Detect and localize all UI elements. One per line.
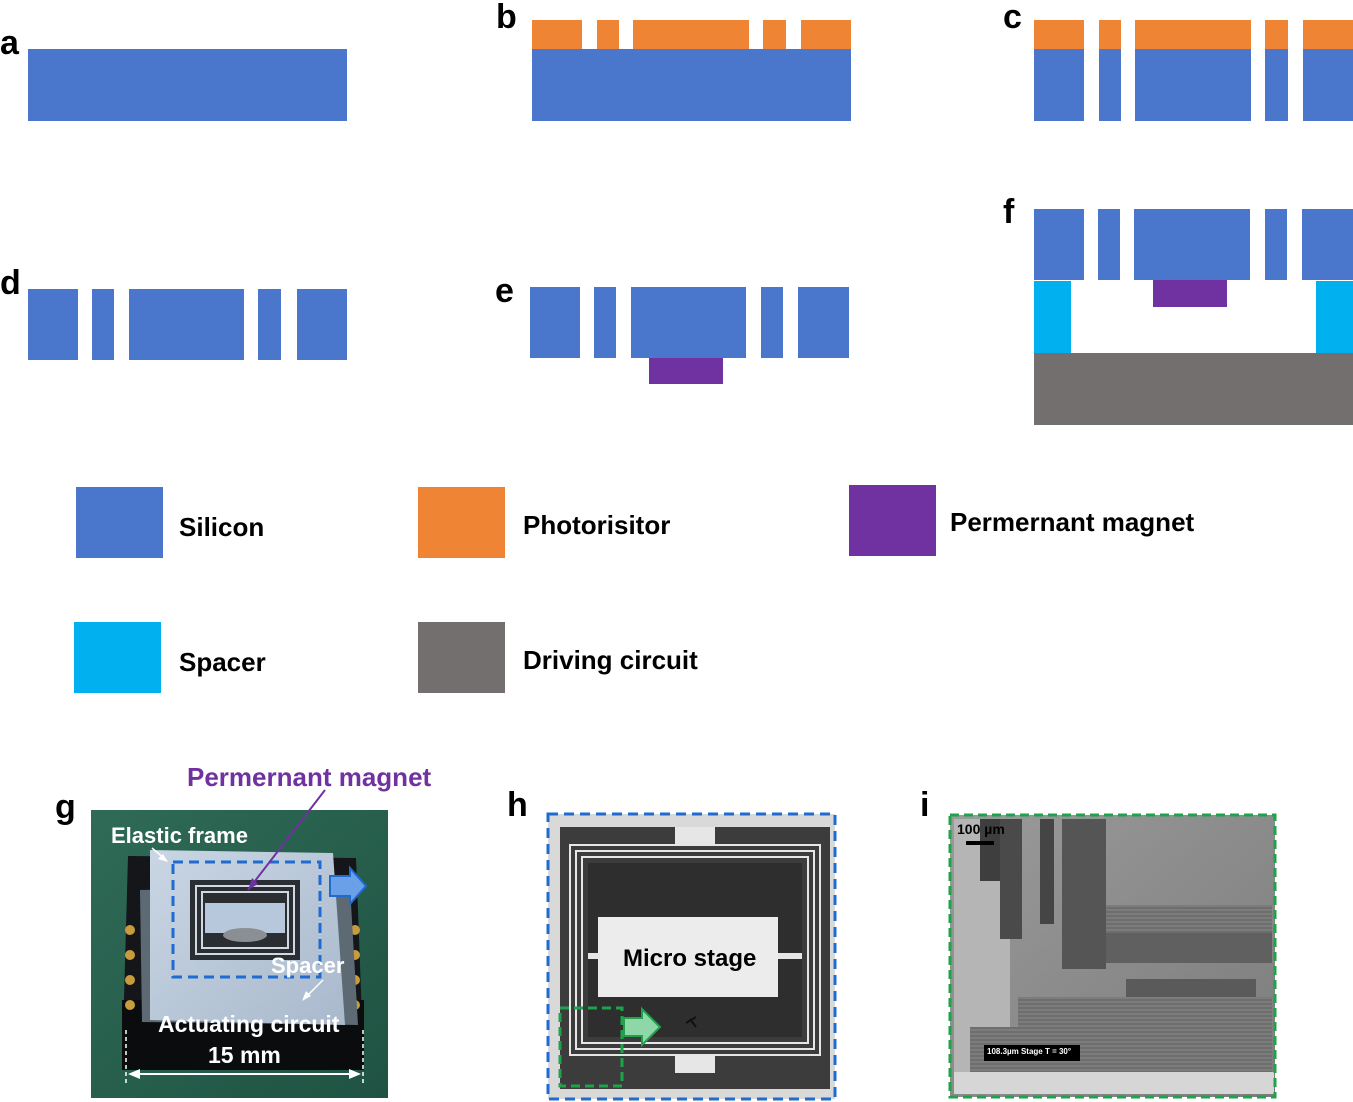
scale-bar-label: 100 µm: [957, 821, 1005, 837]
legend-swatch-photoresistor: [418, 487, 505, 558]
legend-swatch-silicon: [76, 487, 163, 558]
sem-info-label: 108.3µm Stage T = 30°: [987, 1047, 1072, 1056]
panel-label-g: g: [55, 788, 76, 826]
step-b-photoresist-patterning: [532, 20, 851, 121]
legend-label-silicon: Silicon: [179, 512, 265, 542]
step-c-silicon-etching: [1034, 20, 1353, 121]
legend-swatch-driving-circuit: [418, 622, 505, 693]
step-f-assembly: [1034, 209, 1353, 425]
panel-label-a: a: [0, 24, 19, 62]
elastic-frame-label: Elastic frame: [111, 823, 248, 848]
panel-label-f: f: [1003, 193, 1015, 231]
step-a-silicon-wafer: [28, 49, 347, 121]
step-e-magnet-attach: [530, 287, 849, 384]
legend-label-spacer: Spacer: [179, 647, 266, 677]
device-photo-g: [91, 789, 388, 1098]
spacer-photo-label: Spacer: [271, 953, 345, 978]
legend-swatch-spacer: [74, 622, 161, 693]
panel-label-d: d: [0, 264, 21, 302]
panel-label-c: c: [1003, 0, 1022, 36]
sem-micrograph-i: [948, 813, 1277, 1099]
dimension-label: 15 mm: [208, 1042, 281, 1068]
fabrication-process-diagram: [28, 20, 1353, 425]
actuating-circuit-label: Actuating circuit: [158, 1011, 340, 1037]
legend-label-magnet: Permernant magnet: [950, 507, 1195, 537]
step-d-resist-removal: [28, 289, 347, 360]
panel-label-b: b: [496, 0, 517, 36]
panel-label-e: e: [495, 272, 514, 310]
panel-label-i: i: [920, 786, 930, 824]
legend-label-photoresistor: Photorisitor: [523, 510, 671, 540]
micro-stage-label: Micro stage: [623, 945, 757, 972]
magnet-callout-label: Permernant magnet: [187, 762, 432, 792]
elastic-frame-micrograph-h: [546, 812, 837, 1101]
legend-label-driving-circuit: Driving circuit: [523, 645, 698, 675]
legend-swatch-magnet: [849, 485, 936, 556]
panel-label-h: h: [507, 786, 528, 824]
